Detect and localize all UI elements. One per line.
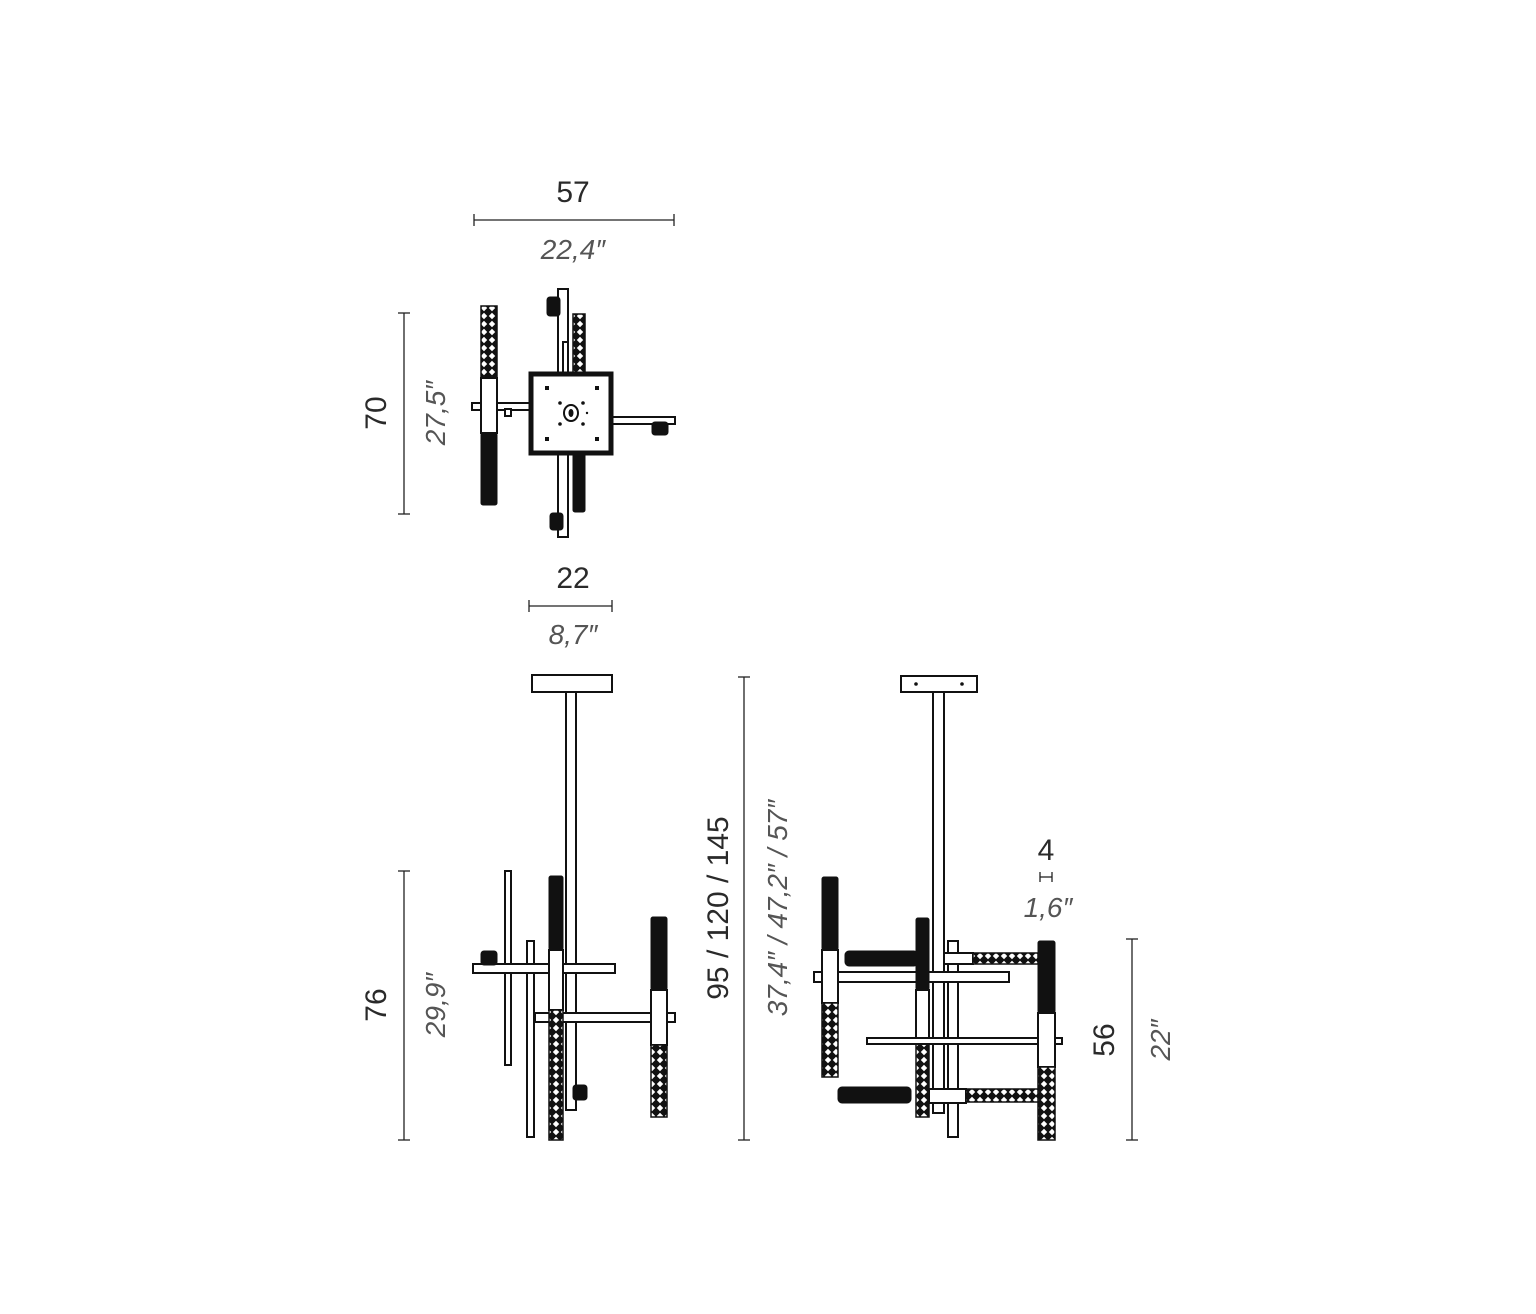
top-depth-dimension-line: [398, 312, 410, 515]
top-width-in: 22,4″: [540, 234, 606, 265]
total-height-cm: 95 / 120 / 145: [702, 816, 735, 1000]
canopy-width-cm: 22: [556, 562, 589, 595]
body-height-cm: 76: [360, 988, 393, 1021]
body-height-dimension-line: [398, 870, 410, 1141]
top-view: 57 22,4″ 70 27,5″: [360, 176, 676, 538]
body-height-in: 29,9″: [420, 972, 451, 1038]
top-width-dimension-line: [473, 214, 675, 226]
top-width-cm: 57: [556, 176, 589, 209]
side-view-lamp: [813, 675, 1063, 1141]
front-view-lamp: [472, 674, 676, 1141]
total-height-in: 37,4″ / 47,2″ / 57″: [762, 799, 793, 1017]
top-depth-cm: 70: [360, 396, 393, 429]
canopy-dimension-line: [528, 600, 613, 612]
side-view: 4 1,6″ 56 22″: [813, 675, 1176, 1141]
top-depth-in: 27,5″: [420, 380, 451, 446]
side-height-in: 22″: [1145, 1018, 1176, 1061]
tube-diameter-in: 1,6″: [1024, 892, 1074, 923]
canopy-width-in: 8,7″: [549, 619, 599, 650]
top-view-lamp: [471, 288, 676, 538]
total-height-dimension-line: [738, 676, 750, 1141]
side-height-dimension-line: [1126, 938, 1138, 1141]
side-height-cm: 56: [1088, 1023, 1121, 1056]
tube-dimension-line: [1039, 872, 1053, 882]
front-view: 22 8,7″ 76 29,9″ 95 / 120 / 145 37,4″ / …: [360, 562, 793, 1141]
tube-diameter-cm: 4: [1038, 834, 1055, 867]
